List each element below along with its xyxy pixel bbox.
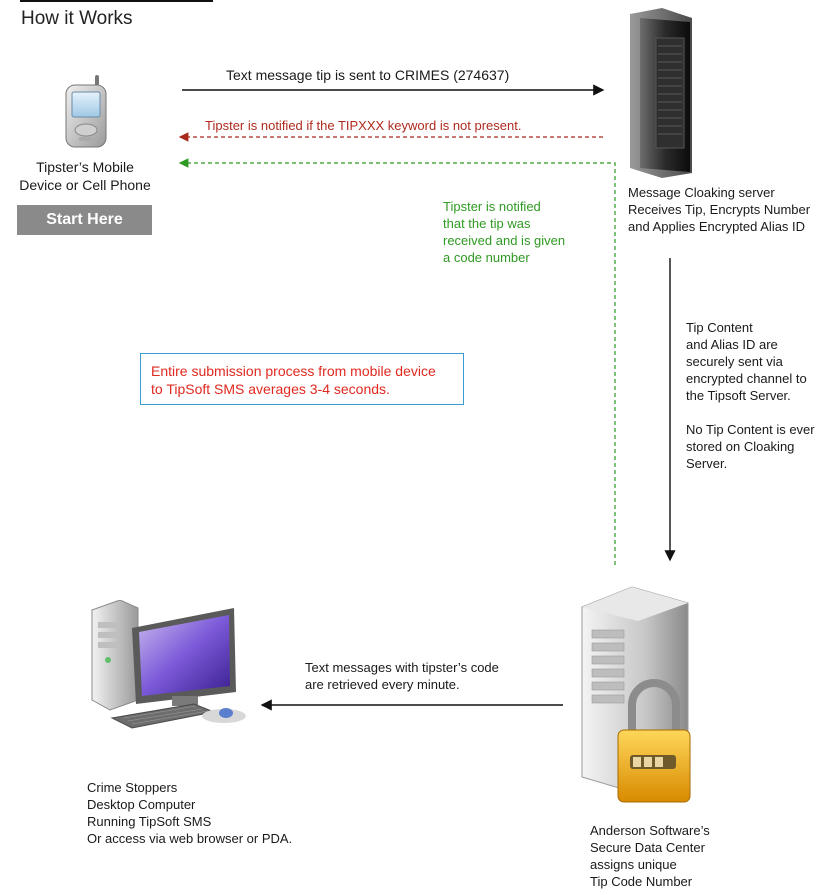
data-center-line: Tip Code Number — [590, 874, 693, 889]
retrieved-line: are retrieved every minute. — [305, 677, 460, 692]
submission-note-line1: Entire submission process from mobile de… — [151, 363, 436, 379]
retrieved-line: Text messages with tipster’s code — [305, 660, 499, 675]
submission-note-box: Entire submission process from mobile de… — [140, 353, 464, 405]
desktop-line: Desktop Computer — [87, 797, 196, 812]
mobile-phone-icon — [65, 75, 107, 148]
arrow-tip-received — [178, 158, 616, 565]
start-here-button[interactable]: Start Here — [17, 205, 152, 235]
cloaking-server-line: Receives Tip, Encrypts Number — [628, 202, 811, 217]
submission-note-line2: to TipSoft SMS averages 3-4 seconds. — [151, 381, 390, 397]
tip-received-line: Tipster is notified — [443, 199, 541, 214]
secure-data-center-icon — [581, 586, 691, 803]
tip-content-note-line: Server. — [686, 456, 728, 471]
desktop-line: Or access via web browser or PDA. — [87, 831, 293, 846]
data-center-line: assigns unique — [590, 857, 677, 872]
tipster-label-line1: Tipster’s Mobile — [36, 159, 134, 175]
tip-received-line: that the tip was — [443, 216, 531, 231]
tip-content-line: Tip Content — [686, 320, 753, 335]
data-center-line: Anderson Software’s — [590, 823, 710, 838]
tip-content-line: securely sent via — [686, 354, 783, 369]
data-center-line: Secure Data Center — [590, 840, 705, 855]
tip-sent-label: Text message tip is sent to CRIMES (2746… — [226, 67, 510, 83]
tip-content-line: encrypted channel to — [686, 371, 807, 386]
cloaking-server-icon — [630, 8, 692, 178]
tip-content-note-line: stored on Cloaking — [686, 439, 795, 454]
tip-content-line: the Tipsoft Server. — [686, 388, 791, 403]
tipster-label-line2: Device or Cell Phone — [19, 177, 151, 193]
tip-content-note-line: No Tip Content is ever — [686, 422, 815, 437]
tip-received-line: a code number — [443, 250, 530, 265]
desktop-line: Running TipSoft SMS — [87, 814, 212, 829]
desktop-computer-icon — [91, 600, 246, 729]
cloaking-server-line: and Applies Encrypted Alias ID — [628, 219, 806, 234]
title-underline — [20, 0, 213, 2]
page-title: How it Works — [21, 8, 133, 29]
desktop-line: Crime Stoppers — [87, 780, 178, 795]
tip-content-line: and Alias ID are — [686, 337, 778, 352]
cloaking-server-line: Message Cloaking server — [628, 185, 775, 200]
keyword-missing-label: Tipster is notified if the TIPXXX keywor… — [205, 118, 522, 133]
tip-received-line: received and is given — [443, 233, 566, 248]
